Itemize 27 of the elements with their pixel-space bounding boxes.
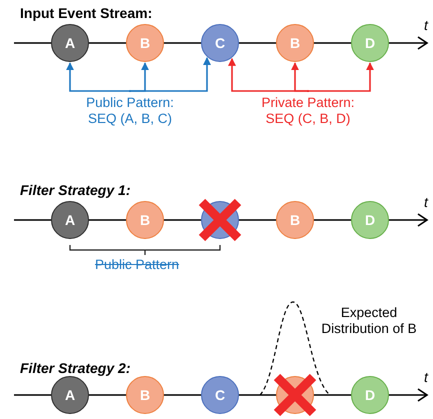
section-heading: Input Event Stream: (20, 5, 152, 21)
arrow (66, 62, 131, 92)
arrow (129, 57, 211, 92)
event-circle: B (126, 24, 164, 62)
event-circle: A (51, 201, 89, 239)
axis-label: t (424, 369, 428, 385)
event-circle: A (51, 24, 89, 62)
annotation: Expected Distribution of B (320, 305, 418, 338)
event-circle: A (51, 376, 89, 414)
pattern-label: Public Pattern (95, 257, 180, 272)
event-circle: D (351, 376, 389, 414)
pattern-label: Private Pattern: SEQ (C, B, D) (248, 92, 368, 130)
axis-label: t (424, 17, 428, 33)
event-circle: C (201, 376, 239, 414)
axis-label: t (424, 194, 428, 210)
section-heading: Filter Strategy 1: (20, 182, 130, 198)
event-circle: B (276, 201, 314, 239)
pattern-label: Public Pattern: SEQ (A, B, C) (74, 92, 186, 130)
event-circle: D (351, 24, 389, 62)
arrow (307, 62, 374, 92)
event-circle: B (276, 24, 314, 62)
arrow (291, 62, 309, 92)
event-circle: D (351, 201, 389, 239)
event-circle: B (126, 201, 164, 239)
section-heading: Filter Strategy 2: (20, 360, 130, 376)
event-circle: C (201, 24, 239, 62)
event-circle: B (126, 376, 164, 414)
